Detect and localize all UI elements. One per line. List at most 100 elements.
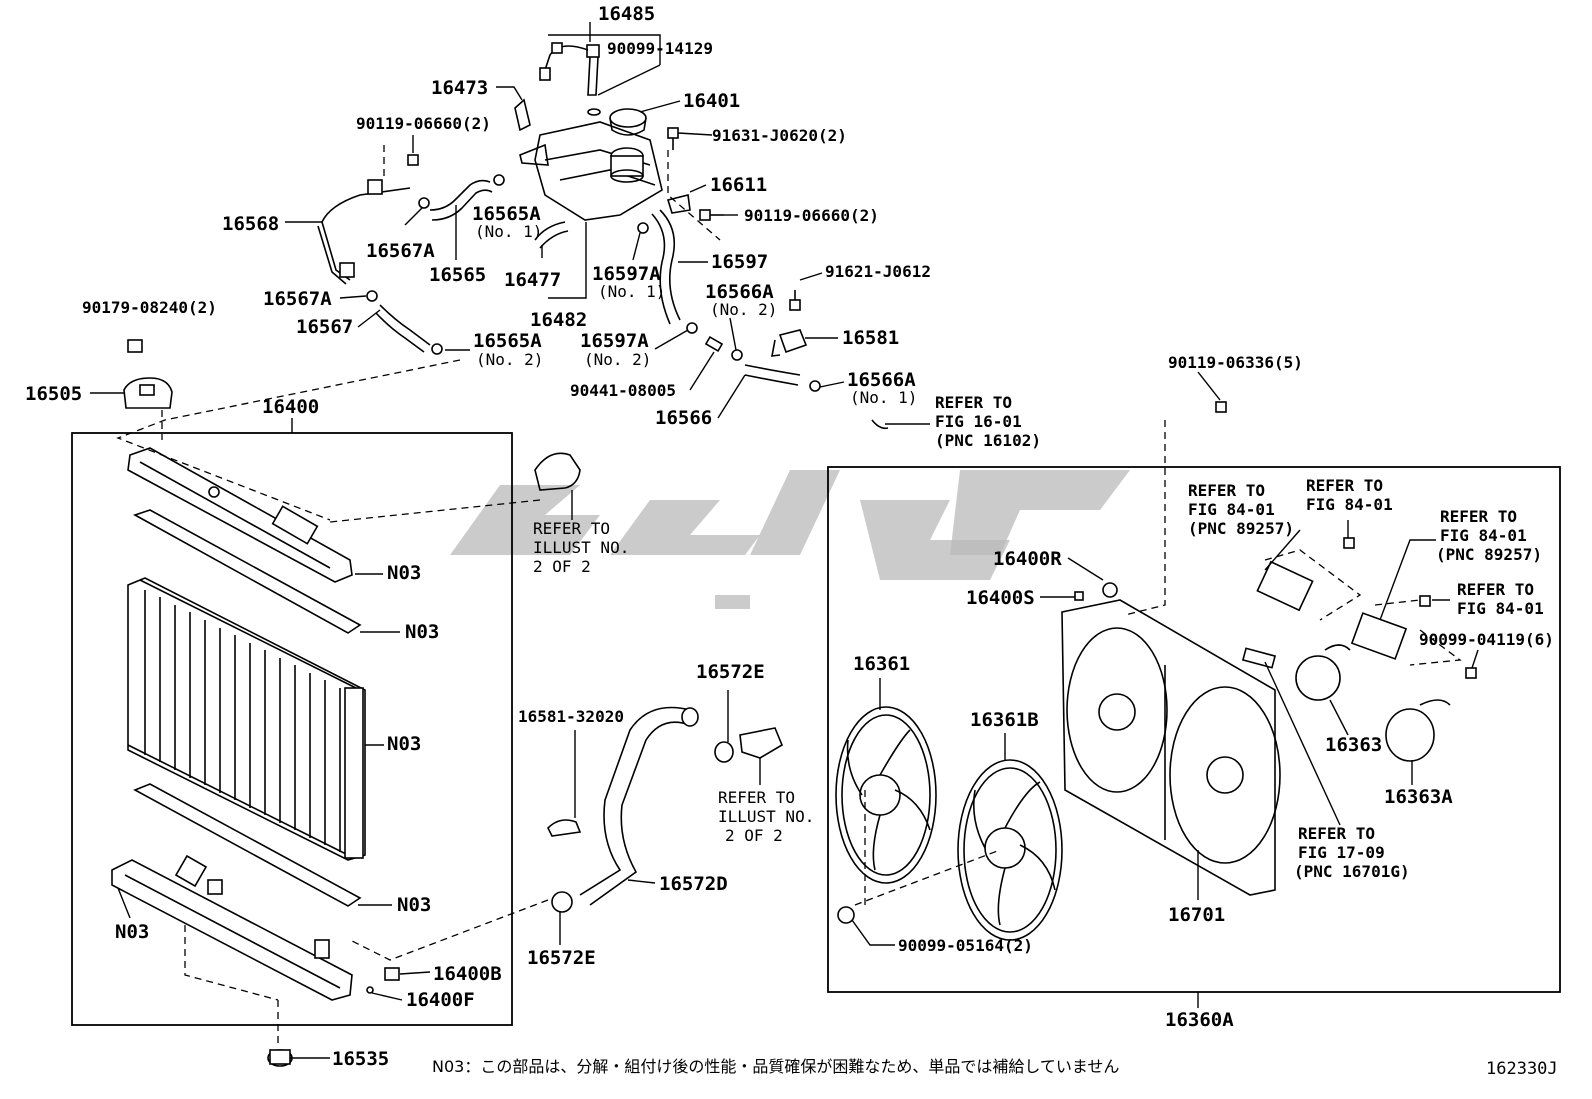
fan-motor-16363A bbox=[1385, 699, 1451, 762]
bracket-16473 bbox=[514, 98, 531, 132]
label-16572D: 16572D bbox=[659, 873, 728, 895]
pipe-90441 bbox=[704, 335, 724, 353]
label-16565A-2: 16565A bbox=[473, 330, 542, 352]
label-16566A-2: 16566A bbox=[705, 281, 774, 303]
label-90119-06336: 90119-06336(5) bbox=[1168, 353, 1303, 372]
nut-90099-05164 bbox=[837, 906, 855, 924]
fan-16361 bbox=[835, 706, 937, 884]
fan-relay-89257-a bbox=[1256, 560, 1314, 612]
label-no1-b: (No. 1) bbox=[598, 282, 665, 301]
label-16567A-1: 16567A bbox=[366, 240, 435, 262]
label-ref84c-2: FIG 84-01 bbox=[1440, 526, 1527, 545]
label-ref84d-1: REFER TO bbox=[1457, 580, 1534, 599]
fan-label-16701G bbox=[1241, 647, 1277, 669]
hose-16477-b bbox=[539, 230, 569, 249]
reservoir-cap bbox=[609, 108, 647, 136]
hose-16597 bbox=[659, 209, 681, 321]
hose-16102 bbox=[871, 419, 889, 430]
label-90119-06660-b: 90119-06660(2) bbox=[744, 206, 879, 225]
level-sensor bbox=[539, 42, 601, 116]
fan-shroud-16701 bbox=[1061, 599, 1281, 896]
label-ref16-1: REFER TO bbox=[935, 393, 1012, 412]
label-ref84a-1: REFER TO bbox=[1188, 481, 1265, 500]
label-ref84d-2: FIG 84-01 bbox=[1457, 599, 1544, 618]
label-16363: 16363 bbox=[1325, 734, 1382, 756]
hose-16597-b bbox=[651, 213, 671, 325]
label-91631-j0620: 91631-J0620(2) bbox=[712, 126, 847, 145]
radiator-lower-tank bbox=[111, 854, 353, 1001]
label-no2-a: (No. 2) bbox=[710, 300, 777, 319]
water-outlet bbox=[739, 727, 784, 759]
label-16597A-1: 16597A bbox=[592, 263, 661, 285]
label-16572E-bot: 16572E bbox=[527, 947, 596, 969]
hose-16568 bbox=[317, 179, 411, 285]
radiator-fins bbox=[144, 590, 341, 852]
label-16581: 16581 bbox=[842, 327, 899, 349]
part-labels: 16485 90099-14129 16473 16401 90119-0666… bbox=[25, 3, 1558, 1079]
label-illust-a2: ILLUST NO. bbox=[533, 538, 629, 557]
label-90099-04119: 90099-04119(6) bbox=[1419, 630, 1554, 649]
label-no2-c: (No. 2) bbox=[584, 350, 651, 369]
label-16505: 16505 bbox=[25, 383, 82, 405]
label-16363A: 16363A bbox=[1384, 786, 1453, 808]
label-n03-1: N03 bbox=[387, 562, 421, 584]
gasket-upper bbox=[133, 509, 362, 634]
label-ref17-3: (PNC 16701G) bbox=[1294, 862, 1410, 881]
label-16597A-2: 16597A bbox=[580, 330, 649, 352]
label-ref84a-2: FIG 84-01 bbox=[1188, 500, 1275, 519]
label-16567A-2: 16567A bbox=[263, 288, 332, 310]
cushion-16535 bbox=[267, 1049, 293, 1067]
connector-16581 bbox=[771, 329, 808, 357]
label-no1-c: (No. 1) bbox=[850, 388, 917, 407]
label-16535: 16535 bbox=[332, 1048, 389, 1070]
hose-16477 bbox=[534, 221, 566, 241]
hose-16565-b bbox=[431, 189, 493, 221]
bolt-icon bbox=[407, 127, 1477, 679]
label-16581-32020: 16581-32020 bbox=[518, 707, 624, 726]
label-16477: 16477 bbox=[504, 269, 561, 291]
upper-hose bbox=[534, 452, 581, 491]
label-90099-05164: 90099-05164(2) bbox=[898, 936, 1033, 955]
label-16566: 16566 bbox=[655, 407, 712, 429]
label-90099-14129: 90099-14129 bbox=[607, 39, 713, 58]
clamp-icon bbox=[366, 174, 821, 392]
label-n03-2: N03 bbox=[405, 621, 439, 643]
leader-lines bbox=[90, 22, 1479, 1059]
label-16400S: 16400S bbox=[966, 587, 1035, 609]
label-16360A: 16360A bbox=[1165, 1009, 1234, 1031]
label-16568: 16568 bbox=[222, 213, 279, 235]
label-ref17-1: REFER TO bbox=[1298, 824, 1375, 843]
hose-clamp-16572E bbox=[551, 741, 734, 913]
label-16361B: 16361B bbox=[970, 709, 1039, 731]
watermark-logo bbox=[450, 470, 1130, 609]
label-16485: 16485 bbox=[598, 3, 655, 25]
label-90179-08240: 90179-08240(2) bbox=[82, 298, 217, 317]
label-16400B: 16400B bbox=[433, 963, 502, 985]
label-no1-a: (No. 1) bbox=[475, 222, 542, 241]
label-n03-4: N03 bbox=[397, 894, 431, 916]
label-no2-b: (No. 2) bbox=[476, 350, 543, 369]
label-16400: 16400 bbox=[262, 396, 319, 418]
label-n03-5: N03 bbox=[115, 921, 149, 943]
hose-16567 bbox=[379, 304, 431, 346]
radiator-upper-tank bbox=[127, 447, 353, 583]
label-16567: 16567 bbox=[296, 316, 353, 338]
hose-16566 bbox=[744, 364, 801, 376]
pin-16400S bbox=[1074, 591, 1084, 601]
label-illust-b2: ILLUST NO. bbox=[718, 807, 814, 826]
reservoir-tank bbox=[519, 121, 663, 221]
label-ref84c-3: (PNC 89257) bbox=[1436, 545, 1542, 564]
label-16361: 16361 bbox=[853, 653, 910, 675]
label-16701: 16701 bbox=[1168, 904, 1225, 926]
label-ref84b-1: REFER TO bbox=[1306, 476, 1383, 495]
label-16566A-1: 16566A bbox=[847, 369, 916, 391]
label-16565: 16565 bbox=[429, 264, 486, 286]
label-illust-a1: REFER TO bbox=[533, 519, 610, 538]
fan-16361B bbox=[957, 759, 1063, 941]
mount-16505 bbox=[123, 377, 173, 409]
label-16400R: 16400R bbox=[993, 548, 1062, 570]
label-16565A-1: 16565A bbox=[472, 203, 541, 225]
hose-16565 bbox=[429, 179, 491, 211]
label-ref16-2: FIG 16-01 bbox=[935, 412, 1022, 431]
label-90119-06660-a: 90119-06660(2) bbox=[356, 114, 491, 133]
